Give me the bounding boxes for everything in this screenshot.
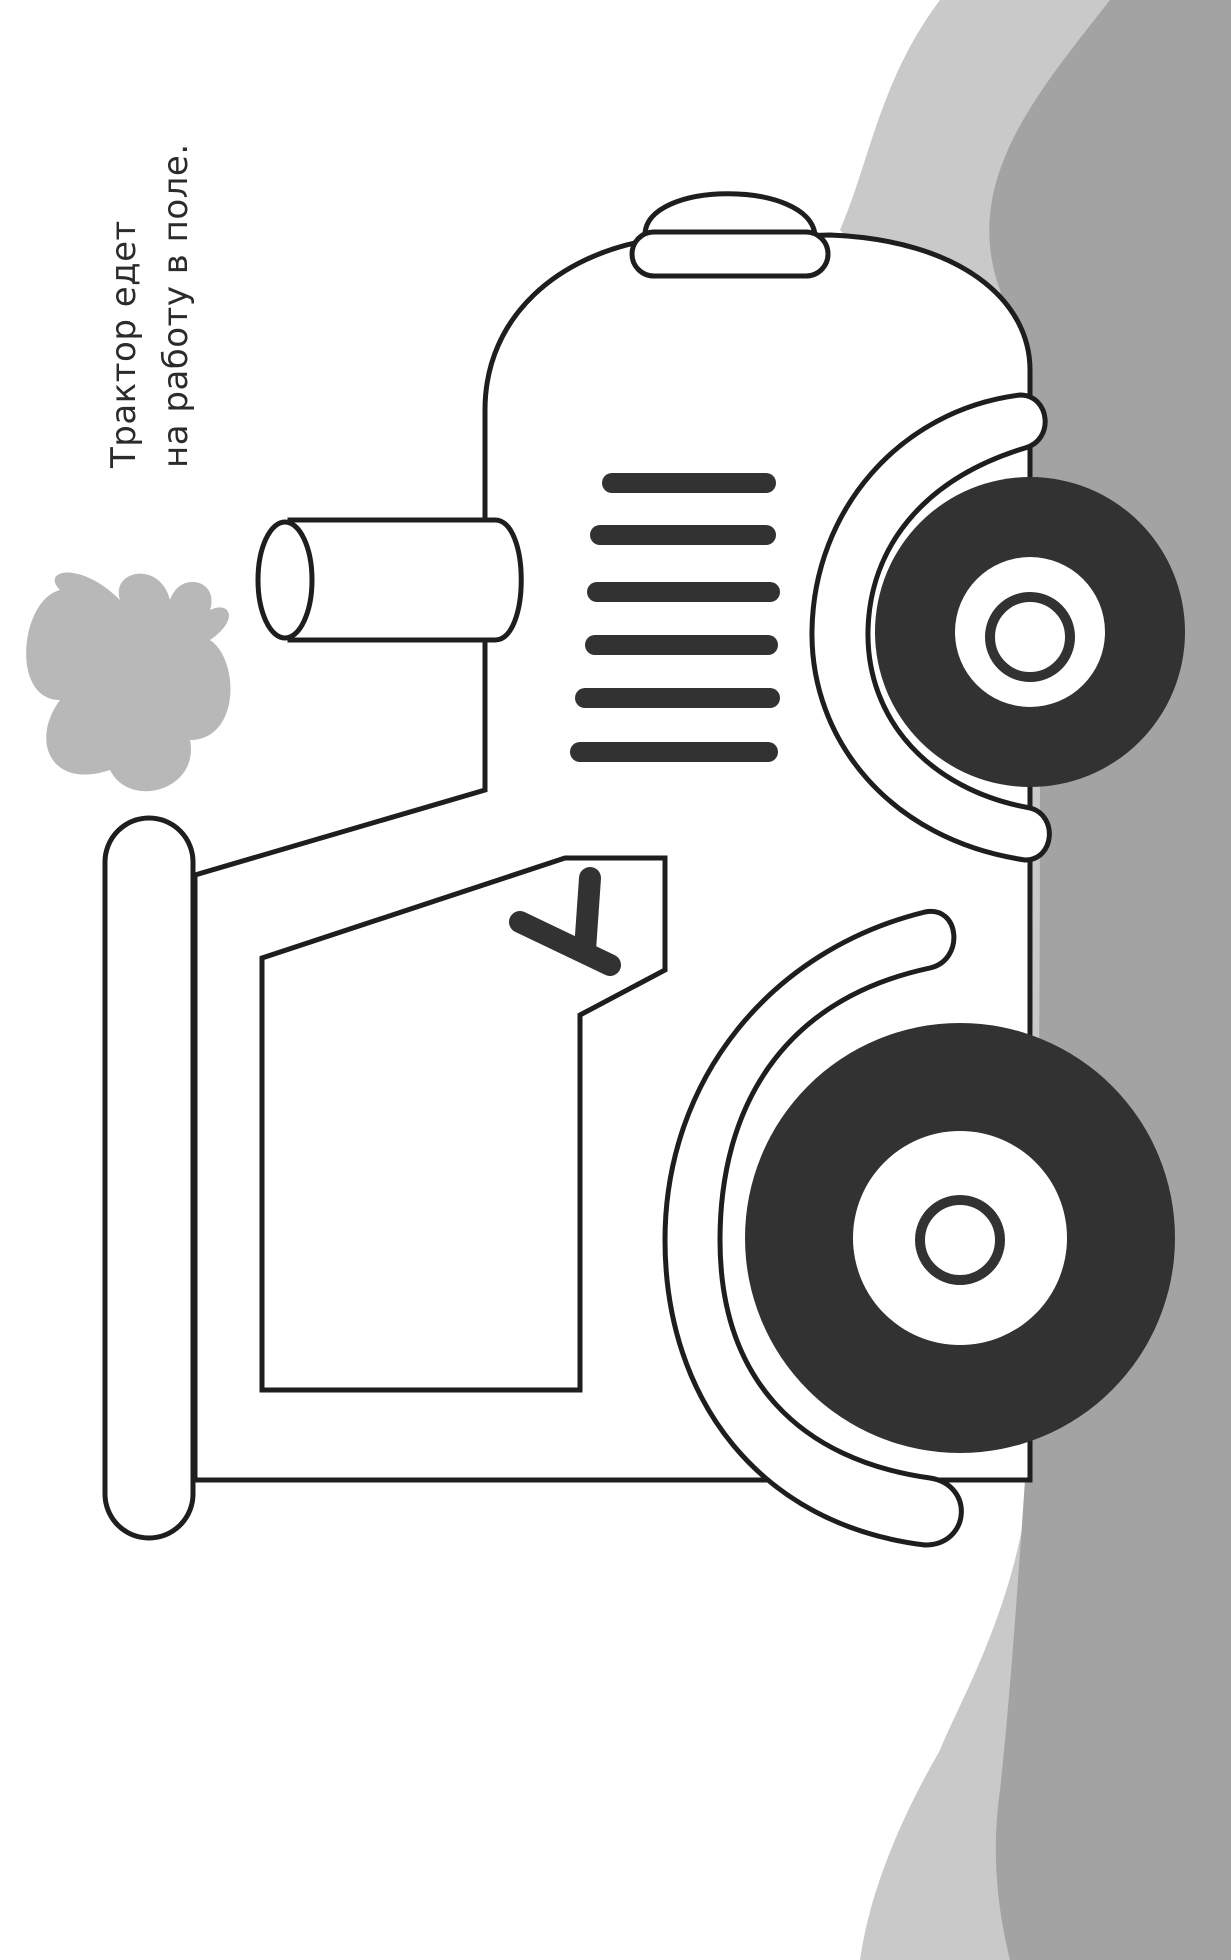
roof-light-icon: [629, 191, 831, 279]
smoke-puff-icon: [26, 572, 231, 792]
front-fender: [809, 392, 1052, 863]
exhaust-pipe-icon: [255, 517, 524, 643]
rear-wheel-icon: [745, 1023, 1175, 1453]
cab-window: [259, 855, 668, 1393]
front-wheel-icon: [875, 477, 1185, 787]
tractor-rear-bar: [102, 815, 196, 1541]
radiator-grille: [570, 473, 780, 762]
caption-line-1: Трактор едет: [104, 220, 144, 468]
caption: Трактор едет на работу в поле.: [98, 68, 202, 468]
rear-fender: [662, 908, 964, 1548]
caption-line-2: на работу в поле.: [156, 143, 196, 468]
steering-wheel-icon: [509, 867, 621, 976]
